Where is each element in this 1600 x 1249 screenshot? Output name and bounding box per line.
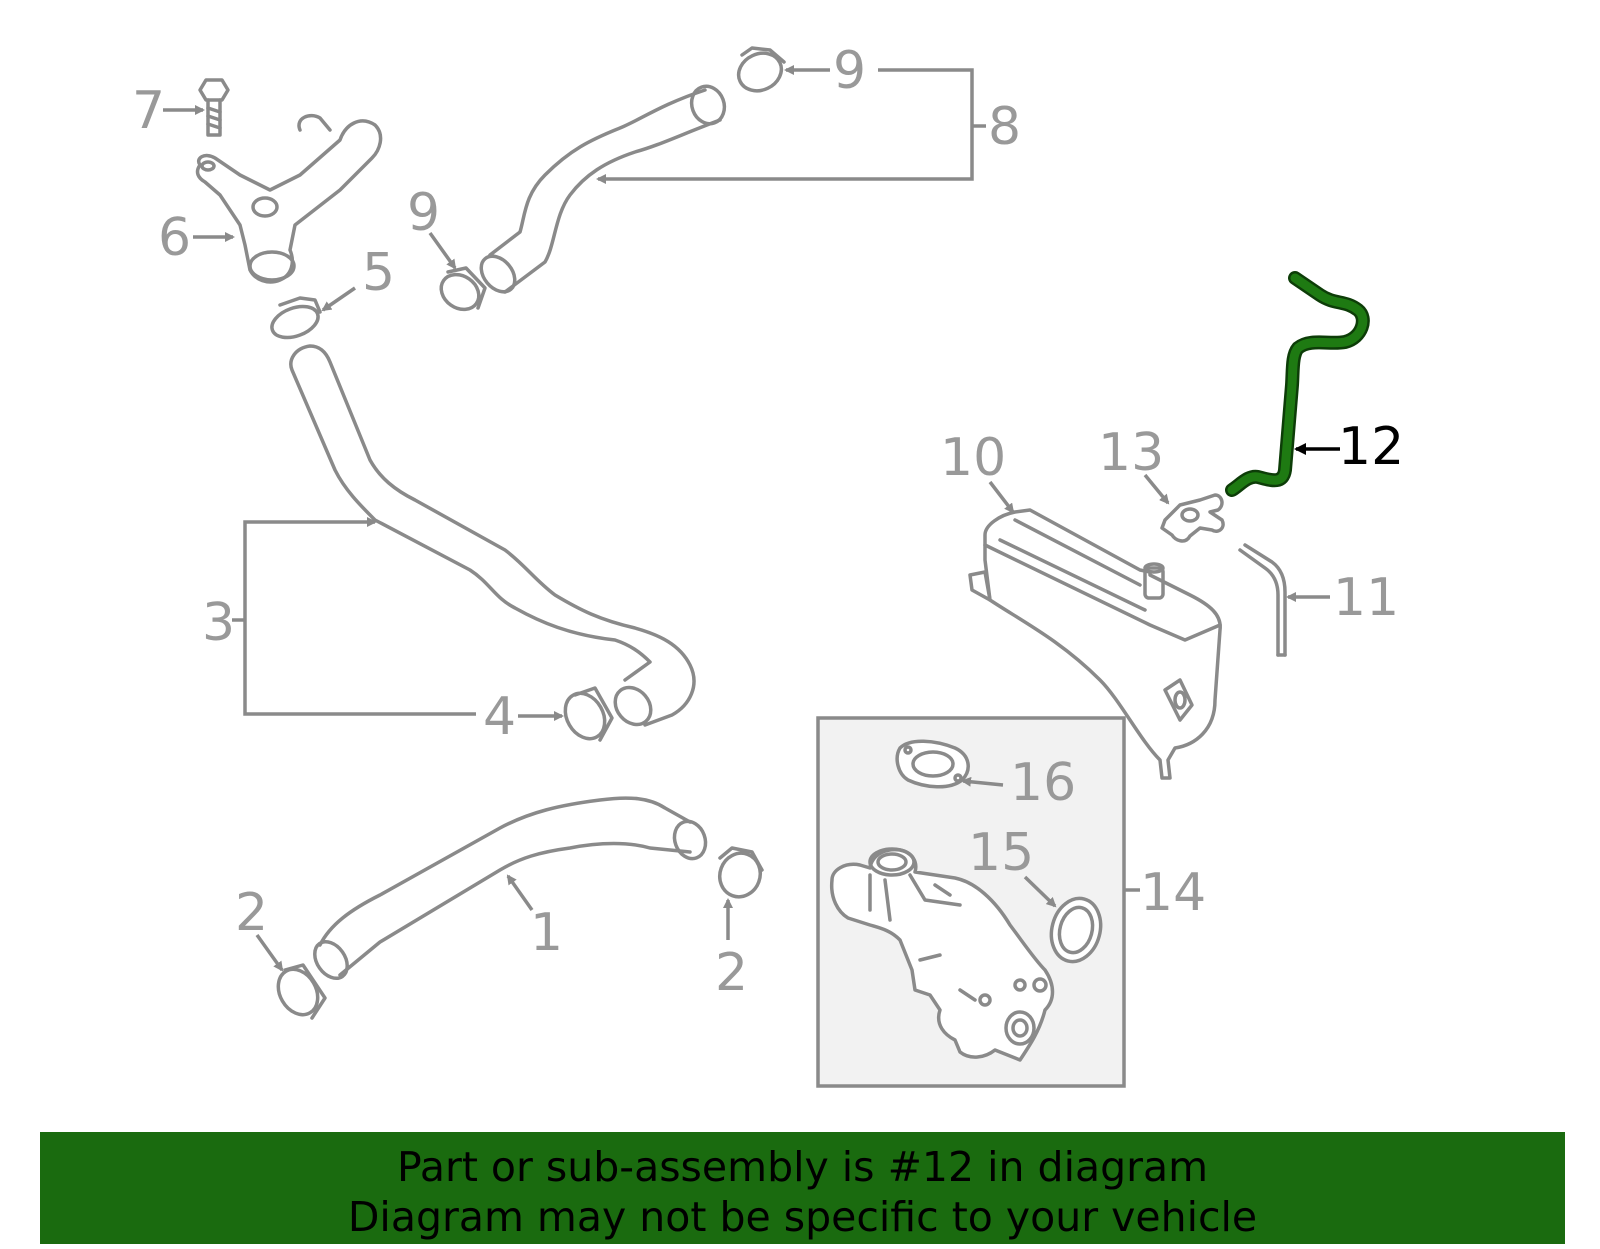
label-16: 16 bbox=[1010, 753, 1076, 813]
part-13-fitting bbox=[1160, 493, 1225, 543]
banner-line-2: Diagram may not be specific to your vehi… bbox=[347, 1193, 1258, 1241]
info-banner: Part or sub-assembly is #12 in diagram D… bbox=[40, 1132, 1565, 1244]
label-9-top: 9 bbox=[833, 41, 866, 101]
part-16-gasket bbox=[895, 739, 970, 789]
label-13: 13 bbox=[1098, 423, 1164, 483]
part-7-bolt bbox=[198, 78, 230, 137]
part-6-water-outlet bbox=[195, 113, 383, 284]
part-3-hose bbox=[289, 344, 696, 727]
part-9-clamp-lower bbox=[439, 266, 487, 312]
part-8-hose bbox=[479, 84, 727, 294]
part-10-reservoir bbox=[968, 508, 1222, 780]
label-5: 5 bbox=[362, 243, 395, 303]
label-1: 1 bbox=[530, 903, 563, 963]
label-3: 3 bbox=[202, 593, 235, 653]
part-1-hose bbox=[313, 796, 708, 980]
label-15: 15 bbox=[968, 823, 1034, 883]
part-14-pump-assembly-box bbox=[816, 716, 1126, 1088]
label-6: 6 bbox=[158, 208, 191, 268]
part-11-hose bbox=[1238, 543, 1287, 657]
label-10: 10 bbox=[940, 428, 1006, 488]
part-2-clamp-left bbox=[276, 963, 327, 1020]
label-2-right: 2 bbox=[715, 943, 748, 1003]
label-11: 11 bbox=[1333, 568, 1399, 628]
part-12-hose-highlighted bbox=[1225, 271, 1370, 497]
part-9-clamp-top bbox=[736, 46, 786, 93]
label-2-left: 2 bbox=[235, 883, 268, 943]
label-4: 4 bbox=[483, 687, 516, 747]
label-12: 12 bbox=[1338, 417, 1404, 477]
part-4-clamp bbox=[563, 686, 614, 742]
label-7: 7 bbox=[132, 81, 165, 141]
label-9-lower: 9 bbox=[407, 183, 440, 243]
part-15-seal-ring bbox=[1049, 896, 1103, 964]
part-2-clamp-right bbox=[718, 846, 764, 899]
part-14-water-pump bbox=[829, 847, 1055, 1062]
label-14: 14 bbox=[1140, 863, 1206, 923]
part-5-clamp bbox=[270, 296, 322, 340]
label-8: 8 bbox=[988, 97, 1021, 157]
banner-line-1: Part or sub-assembly is #12 in diagram bbox=[396, 1143, 1209, 1191]
